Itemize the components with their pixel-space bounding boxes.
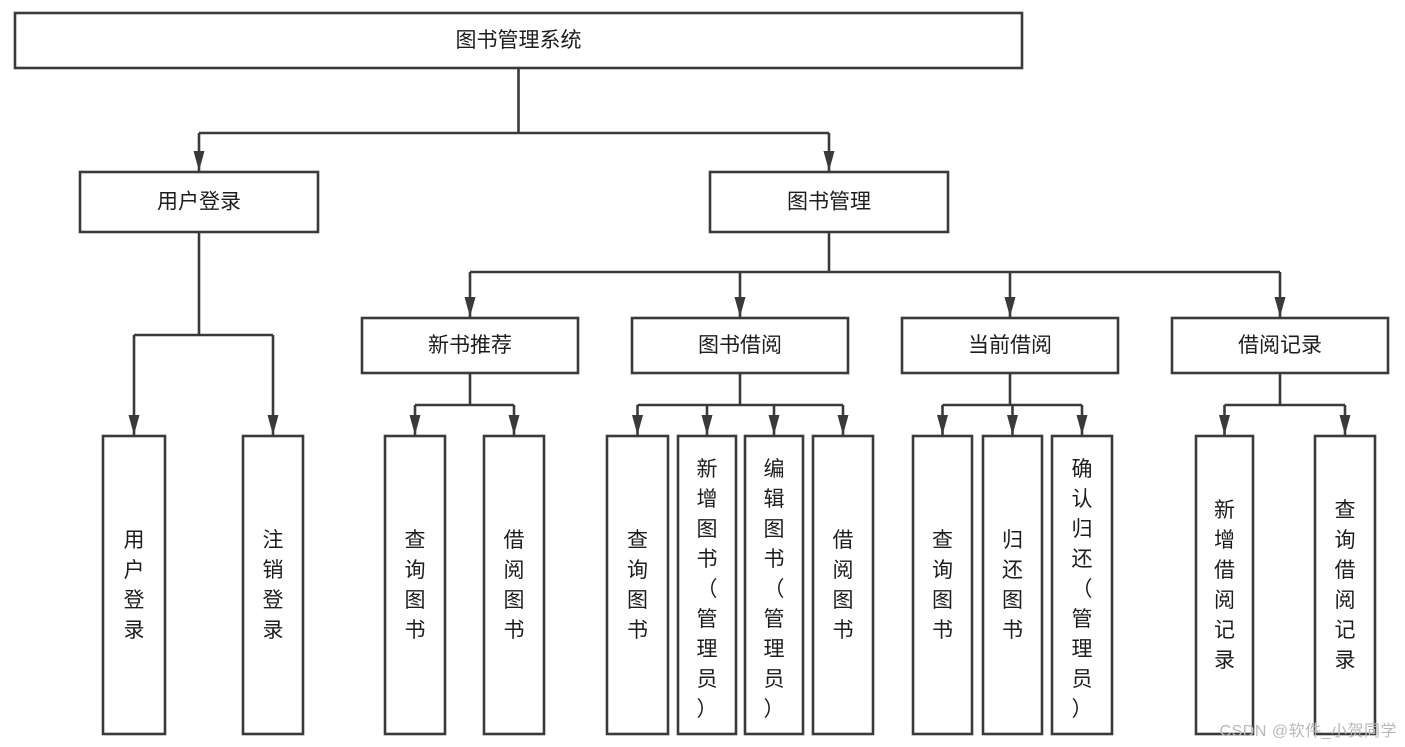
node-e794a8e688b7e799bbe5bd95-level1[interactable]: 用户登录 xyxy=(78,170,320,234)
leaf-node-label: 确认归还（管理员） xyxy=(1072,458,1093,721)
node-e794a8e688b7e799bbe5bd95-level1-box[interactable] xyxy=(78,170,320,234)
leaf-node[interactable]: 查询图书 xyxy=(911,434,974,736)
leaf-node[interactable]: 注销登录 xyxy=(241,434,305,736)
leaf-node[interactable]: 新增借阅记录 xyxy=(1194,434,1255,736)
leaf-node-box[interactable] xyxy=(911,434,974,736)
group-node-box[interactable] xyxy=(360,316,580,375)
arrow-head-icon xyxy=(267,415,279,435)
arrow-head-icon xyxy=(1274,297,1286,317)
leaf-node-label: 编辑图书（管理员） xyxy=(764,458,785,721)
arrow-head-icon xyxy=(823,151,835,171)
node-e794a8e688b7e799bbe5bd95-level1-label: 用户登录 xyxy=(157,191,241,214)
arrow-head-icon xyxy=(1004,297,1016,317)
group-node[interactable]: 新书推荐 xyxy=(360,316,580,375)
leaf-node-box[interactable] xyxy=(676,434,738,736)
group-node[interactable]: 借阅记录 xyxy=(1170,316,1390,375)
leaf-node-label: 新增借阅记录 xyxy=(1214,499,1235,672)
leaf-node-label: 查询借阅记录 xyxy=(1335,499,1356,672)
group-node[interactable]: 当前借阅 xyxy=(900,316,1120,375)
leaf-node-box[interactable] xyxy=(241,434,305,736)
arrow-head-icon xyxy=(409,415,421,435)
node-e59bbee4b9a6e7aea1e79086-level1[interactable]: 图书管理 xyxy=(708,170,950,234)
leaf-node-label: 借阅图书 xyxy=(833,529,854,642)
leaf-node-box[interactable] xyxy=(1313,434,1377,736)
leaf-node[interactable]: 查询图书 xyxy=(383,434,447,736)
arrow-head-icon xyxy=(508,415,520,435)
watermark-label: CSDN @软件_小贺同学 xyxy=(1219,723,1397,740)
arrow-head-icon xyxy=(632,415,643,435)
arrow-head-icon xyxy=(1339,415,1351,435)
leaf-node-box[interactable] xyxy=(383,434,447,736)
arrow-head-icon xyxy=(193,151,205,171)
leaf-node-box[interactable] xyxy=(101,434,167,736)
leaf-node[interactable]: 编辑图书（管理员） xyxy=(743,434,805,736)
arrow-head-icon xyxy=(734,297,746,317)
leaf-node-box[interactable] xyxy=(743,434,805,736)
arrow-head-icon xyxy=(128,415,140,435)
leaf-node-box[interactable] xyxy=(1194,434,1255,736)
arrow-head-icon xyxy=(701,415,713,435)
arrow-head-icon xyxy=(1007,415,1018,435)
arrow-head-icon xyxy=(1076,415,1088,435)
arrow-head-icon xyxy=(1219,415,1230,435)
root-node[interactable]: 图书管理系统 xyxy=(13,11,1024,70)
group-node-box[interactable] xyxy=(630,316,850,375)
root-node-box[interactable] xyxy=(13,11,1024,70)
leaf-node-label: 查询图书 xyxy=(627,529,648,642)
leaf-node[interactable]: 确认归还（管理员） xyxy=(1050,434,1114,736)
group-node-label: 图书借阅 xyxy=(698,334,782,357)
group-node-box[interactable] xyxy=(1170,316,1390,375)
node-e59bbee4b9a6e7aea1e79086-level1-box[interactable] xyxy=(708,170,950,234)
leaf-node[interactable]: 归还图书 xyxy=(981,434,1044,736)
leaf-node-box[interactable] xyxy=(811,434,875,736)
group-node-box[interactable] xyxy=(900,316,1120,375)
leaf-node-label: 查询图书 xyxy=(932,529,953,642)
arrow-head-icon xyxy=(464,297,476,317)
leaf-node[interactable]: 借阅图书 xyxy=(811,434,875,736)
leaf-node-box[interactable] xyxy=(605,434,670,736)
group-node-label: 借阅记录 xyxy=(1238,334,1322,357)
leaf-node-label: 查询图书 xyxy=(405,529,426,642)
leaf-node[interactable]: 借阅图书 xyxy=(482,434,546,736)
group-node-label: 当前借阅 xyxy=(968,334,1052,357)
leaf-node-box[interactable] xyxy=(981,434,1044,736)
leaf-node[interactable]: 查询图书 xyxy=(605,434,670,736)
leaf-node[interactable]: 用户登录 xyxy=(101,434,167,736)
leaf-node-box[interactable] xyxy=(1050,434,1114,736)
leaf-node-label: 用户登录 xyxy=(124,529,145,642)
arrow-head-icon xyxy=(937,415,948,435)
leaf-node[interactable]: 查询借阅记录 xyxy=(1313,434,1377,736)
root-node-label: 图书管理系统 xyxy=(456,29,582,52)
leaf-node-label: 注销登录 xyxy=(263,529,284,642)
leaf-node-label: 新增图书（管理员） xyxy=(697,458,718,721)
group-node[interactable]: 图书借阅 xyxy=(630,316,850,375)
leaf-node-label: 借阅图书 xyxy=(504,529,525,642)
arrow-head-icon xyxy=(768,415,780,435)
group-node-label: 新书推荐 xyxy=(428,334,512,357)
leaf-node-box[interactable] xyxy=(482,434,546,736)
leaf-node-label: 归还图书 xyxy=(1002,529,1023,642)
leaf-node[interactable]: 新增图书（管理员） xyxy=(676,434,738,736)
arrow-head-icon xyxy=(837,415,849,435)
node-e59bbee4b9a6e7aea1e79086-level1-label: 图书管理 xyxy=(787,191,871,214)
